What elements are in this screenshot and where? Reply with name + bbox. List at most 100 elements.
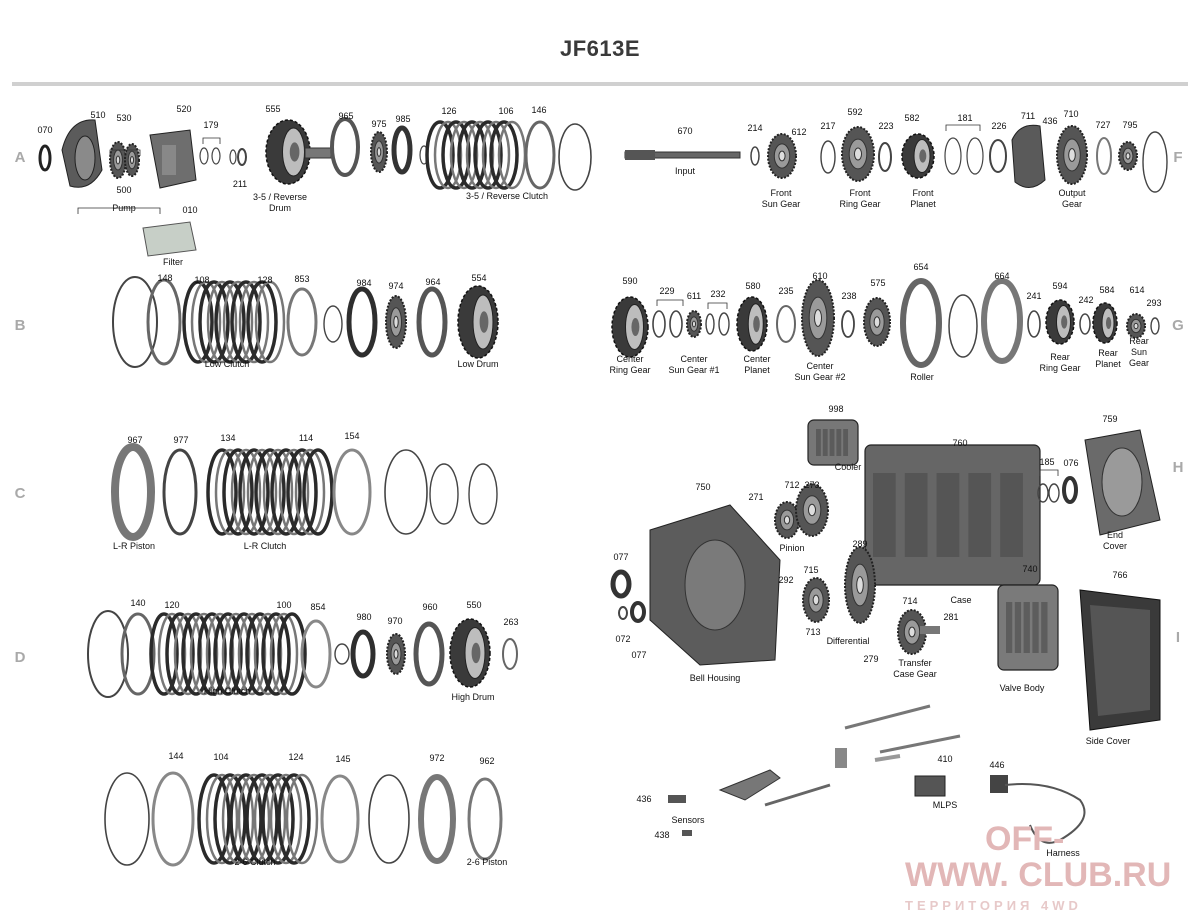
drum-bore [631, 318, 640, 336]
ring-part [323, 305, 343, 343]
gear-bore [873, 316, 881, 328]
pump-face [74, 135, 96, 181]
retaining-plate [146, 278, 182, 366]
part-number-label: 614 [1129, 285, 1144, 295]
manual-lever [718, 769, 781, 801]
row-letter: B [15, 317, 26, 334]
snap-ring [112, 276, 158, 368]
low-clutch-plate [222, 280, 254, 364]
piston [330, 117, 360, 177]
component-label: Side Cover [1086, 736, 1131, 746]
ring-part [1027, 310, 1041, 338]
part-number-label: 145 [335, 754, 350, 764]
component-label: Pinion [779, 543, 804, 553]
retaining-plate [120, 612, 156, 696]
low-clutch-plate [214, 280, 246, 364]
ring-part [718, 312, 730, 336]
part-number-label: 223 [878, 121, 893, 131]
ring-part [610, 569, 632, 599]
ring-part [878, 142, 892, 172]
ring-part [1142, 131, 1168, 193]
lr-clutch-plate [254, 448, 286, 536]
part-number-label: 760 [952, 438, 967, 448]
component-label: 2-6 Clutch [234, 857, 275, 867]
ring-part [750, 146, 760, 166]
part-number-label: 144 [168, 751, 183, 761]
part-number-label: 750 [695, 482, 710, 492]
ring-part [652, 310, 666, 338]
harness-connector [990, 775, 1008, 793]
part-number-label: 500 [116, 185, 131, 195]
ring-part [618, 606, 628, 620]
group-bracket [707, 302, 728, 309]
part-number-label: 154 [344, 431, 359, 441]
part-number-label: 964 [425, 277, 440, 287]
high-clutch-plate [181, 612, 211, 696]
clutch-26-plate [237, 773, 271, 865]
clutch-26-plate [229, 773, 263, 865]
part-number-label: 140 [130, 598, 145, 608]
part-number-label: 972 [429, 753, 444, 763]
gear-bore [691, 320, 697, 328]
part-number-label: 980 [356, 612, 371, 622]
reverse-clutch-plate [425, 120, 455, 190]
piston-26-inner [467, 777, 503, 861]
ring-part [1062, 476, 1078, 504]
part-number-label: 962 [479, 756, 494, 766]
gear-bore [1125, 152, 1131, 160]
lr-clutch-plate [230, 448, 262, 536]
part-number-label: 229 [659, 286, 674, 296]
part-number-label: 854 [310, 602, 325, 612]
low-clutch-plate [238, 280, 270, 364]
ring-part [1096, 137, 1112, 175]
drum-bore [1061, 315, 1068, 329]
low-clutch-plate [182, 280, 214, 364]
component-label: MLPS [933, 800, 958, 810]
end-cover-face [1101, 447, 1143, 517]
reverse-clutch-plate [457, 120, 487, 190]
gear-bore [1068, 148, 1076, 162]
high-clutch-plate [149, 612, 179, 696]
part-number-label: 975 [371, 119, 386, 129]
high-clutch-plate [205, 612, 235, 696]
seal [416, 286, 448, 358]
detent-rod [764, 783, 831, 807]
piston-seal [391, 125, 413, 175]
watermark-text: WWW. CLUB.RU [905, 856, 1171, 894]
pin [874, 754, 901, 762]
part-number-label: 214 [747, 123, 762, 133]
pump-cover-detail [162, 145, 176, 175]
ring-part [669, 310, 683, 338]
pressure-plate [300, 619, 332, 689]
snap-ring [368, 774, 410, 864]
lr-clutch-plate [302, 448, 334, 536]
part-number-label: 077 [631, 650, 646, 660]
part-number-label: 984 [356, 278, 371, 288]
high-clutch-plate [269, 612, 299, 696]
part-number-label: 181 [957, 113, 972, 123]
seal [413, 621, 445, 687]
component-label: Pump [112, 203, 136, 213]
high-clutch-plate [173, 612, 203, 696]
part-number-label: 967 [127, 435, 142, 445]
bell-housing-inner [684, 539, 746, 631]
roller-race [981, 278, 1023, 364]
part-number-label: 853 [294, 274, 309, 284]
part-number-label: 106 [498, 106, 513, 116]
low-clutch-plate [190, 280, 222, 364]
part-number-label: 714 [902, 596, 917, 606]
casting-detail [1041, 602, 1048, 653]
drum-bore [919, 149, 927, 163]
casting-detail [1014, 602, 1022, 653]
group-bracket [202, 137, 221, 144]
roller-clutch [900, 278, 942, 368]
part-number-label: 592 [847, 107, 862, 117]
group-bracket [1039, 469, 1059, 476]
part-number-label: 010 [182, 205, 197, 215]
drum-bore [1105, 317, 1112, 329]
clutch-26-plate [261, 773, 295, 865]
reverse-clutch-plate [473, 120, 503, 190]
sensor-436 [668, 795, 686, 803]
